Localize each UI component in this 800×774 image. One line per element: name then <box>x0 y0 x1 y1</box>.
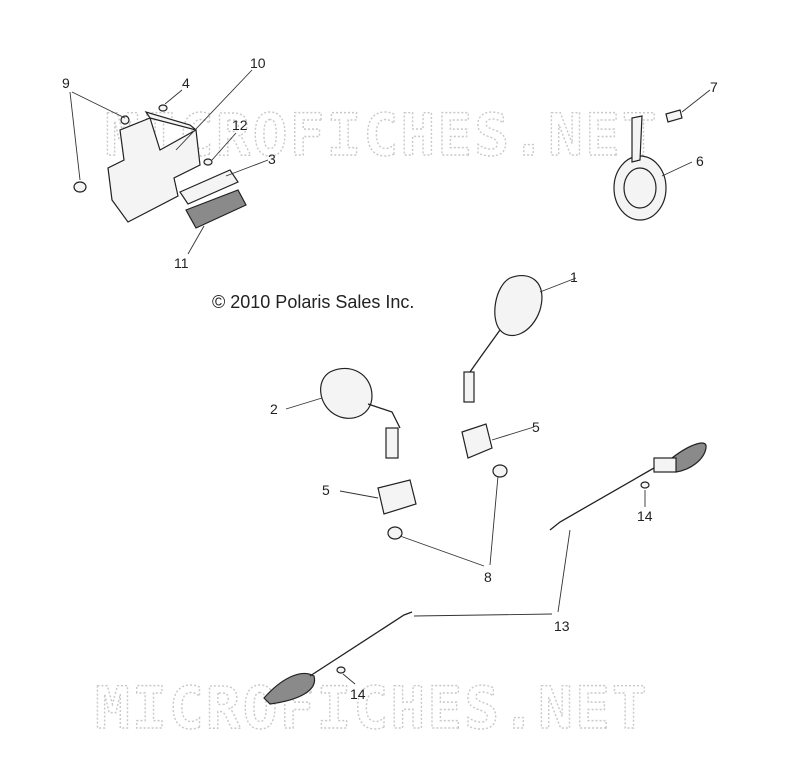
horn-bracket <box>631 115 643 163</box>
callout-10: 10 <box>250 55 266 71</box>
leader-14b <box>342 673 356 685</box>
leader-9b <box>69 91 81 181</box>
leader-8a <box>489 475 499 566</box>
mirror-left <box>320 367 401 459</box>
mirror-mount-2 <box>385 427 399 459</box>
mirror-mount-1 <box>463 371 475 403</box>
bracket-flange <box>144 110 197 131</box>
mirror-stem-2 <box>367 403 401 429</box>
washer-12 <box>203 158 213 166</box>
signal-wire-right <box>549 467 655 531</box>
screw-14a <box>640 481 650 489</box>
leader-1 <box>539 277 577 293</box>
leader-8b <box>399 535 485 567</box>
clamp-5b <box>377 479 417 515</box>
signal-lens-right <box>671 442 707 473</box>
leader-10 <box>175 69 253 151</box>
mirror-head-1 <box>494 274 543 337</box>
leader-6 <box>661 161 693 177</box>
callout-5a: 5 <box>532 419 540 435</box>
callout-2: 2 <box>270 401 278 417</box>
callout-5b: 5 <box>322 482 330 498</box>
license-bracket-assembly <box>73 104 247 229</box>
signal-wire-left <box>309 611 413 677</box>
mirror-right <box>463 274 543 403</box>
watermark-bottom: MICROFICHES.NET <box>95 674 649 742</box>
license-light-plate <box>179 169 239 205</box>
nut-8b <box>387 526 403 540</box>
bracket <box>107 117 201 223</box>
callout-4: 4 <box>182 75 190 91</box>
callout-14b: 14 <box>350 686 366 702</box>
callout-9: 9 <box>62 75 70 91</box>
leader-11 <box>187 225 205 255</box>
mirror-head-2 <box>320 367 373 419</box>
leader-5a <box>491 426 535 441</box>
clamp-5a <box>461 423 493 459</box>
nut-4 <box>158 104 168 112</box>
callout-14a: 14 <box>637 508 653 524</box>
nut-8a <box>492 464 508 478</box>
fastener-9a <box>120 115 130 125</box>
screw-14b <box>336 666 346 674</box>
callout-3: 3 <box>268 151 276 167</box>
leader-7 <box>681 89 711 113</box>
leader-12 <box>211 132 237 161</box>
callout-13: 13 <box>554 618 570 634</box>
callout-7: 7 <box>710 79 718 95</box>
leader-13a <box>557 529 571 613</box>
horn-assembly <box>613 109 683 221</box>
license-light <box>185 189 247 229</box>
turn-signal-right <box>549 442 707 531</box>
leader-2 <box>285 397 323 410</box>
signal-body-right <box>653 457 677 473</box>
callout-1: 1 <box>570 269 578 285</box>
signal-lens-left <box>263 672 316 705</box>
fastener-9b <box>73 181 87 193</box>
copyright-text: © 2010 Polaris Sales Inc. <box>212 292 414 312</box>
horn-inner <box>623 167 657 209</box>
leader-5b <box>339 490 379 499</box>
leader-13b <box>413 613 553 617</box>
callout-8: 8 <box>484 569 492 585</box>
callout-12: 12 <box>232 117 248 133</box>
callout-6: 6 <box>696 153 704 169</box>
leader-9a <box>71 91 126 119</box>
leader-3 <box>225 159 269 177</box>
callout-11: 11 <box>174 255 189 271</box>
leader-4 <box>164 89 183 105</box>
horn-bolt <box>665 109 683 123</box>
turn-signal-left <box>263 611 413 705</box>
